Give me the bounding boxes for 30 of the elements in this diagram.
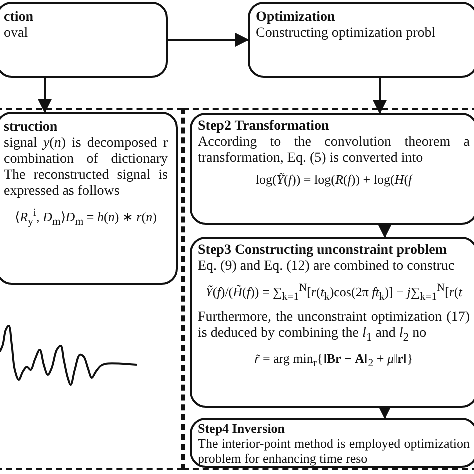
process-box — [190, 113, 474, 225]
arrow — [168, 33, 250, 47]
step-heading: struction — [4, 120, 59, 136]
description-text: According to the convolution theorem a transformation, Eq. (5) is converted into — [198, 135, 470, 167]
step-heading: Optimization — [256, 10, 336, 26]
description-text: The interior-point method is employed optimization problem for enhancing time reso — [198, 436, 470, 466]
dashed-panel — [0, 108, 183, 470]
step-heading: ction — [4, 10, 35, 26]
step-heading: Step2 Transformation — [198, 119, 330, 135]
process-box — [0, 112, 178, 285]
dashed-panel — [183, 108, 474, 470]
description-text: Eq. (9) and Eq. (12) are combined to construc — [198, 259, 456, 275]
step-heading: Step3 Constructing unconstraint problem — [198, 243, 448, 259]
arrow — [378, 405, 392, 420]
process-box — [248, 2, 474, 78]
arrow — [38, 78, 52, 114]
process-box — [190, 237, 474, 408]
arrow — [373, 78, 387, 114]
description-text: signal y(n) is decomposed r combination of dictionary The reconstructed signal is expressed as follows — [4, 136, 168, 200]
description-text: Constructing optimization probl — [256, 26, 437, 42]
equation: r̃ = arg min$_{r}${‖Br − A‖$_{2}$ + μ‖r‖} — [254, 350, 414, 372]
process-box — [190, 418, 474, 468]
description-text: oval — [4, 26, 30, 42]
process-box — [0, 2, 168, 78]
arrow — [378, 224, 392, 238]
description-text: Furthermore, the unconstraint optimization (17) is deduced by combining the l$_{1}$ and l$_{2}$ no — [198, 310, 470, 346]
equation: ⟨R$_{y}$$^{i}$, D$_{m}$⟩D$_{m}$ = h(n) ∗ r(n) — [14, 206, 158, 230]
step-heading: Step4 Inversion — [198, 421, 286, 436]
equation: log(Ỹ(f)) = log(R(f)) + log(H(f — [254, 172, 414, 188]
equation: Ỹ(f)/(H̃(f)) = ∑$_{k=1}$$^{N}$[r(t$_{k}$)cos(2π ft$_{k}$)] − j∑$_{k=1}$$^{N}$[r(t — [204, 281, 464, 305]
